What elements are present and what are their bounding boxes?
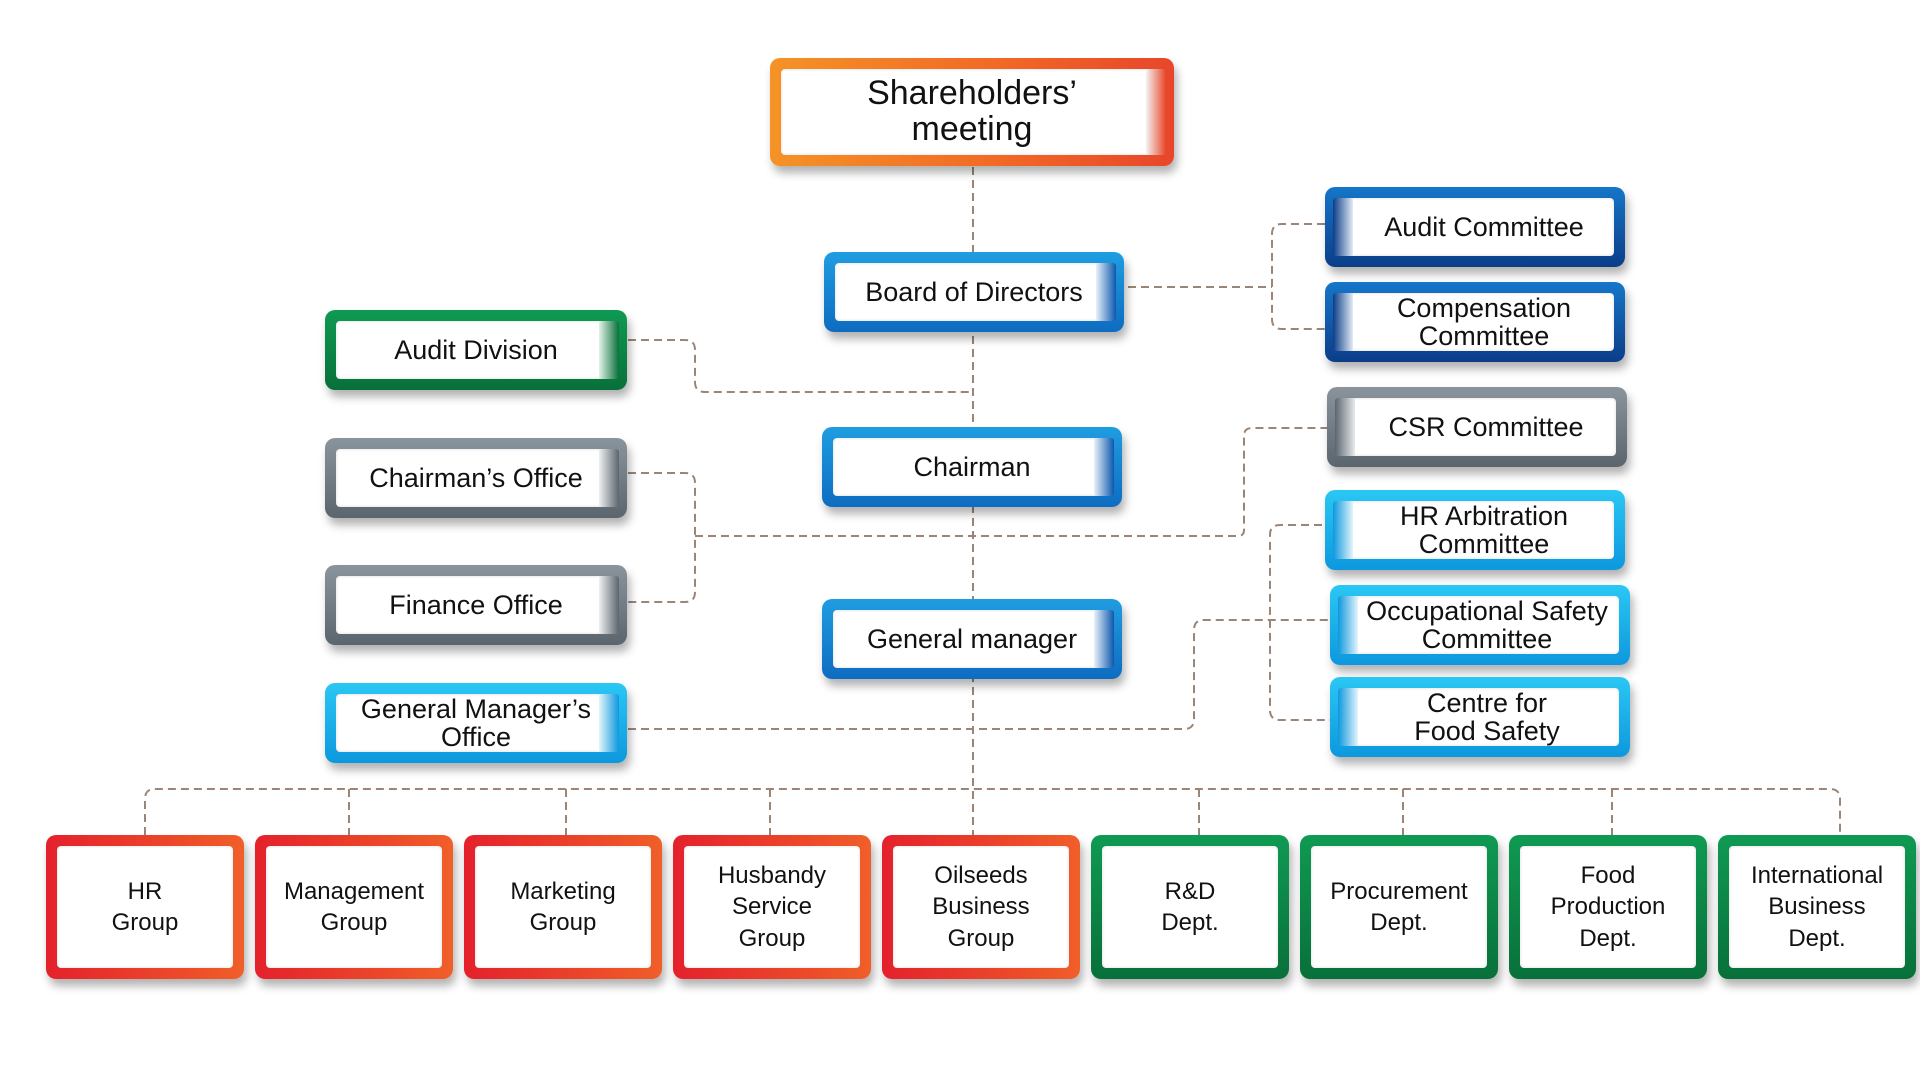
node-label: Food Production Dept. [1520,846,1696,968]
node-oilseeds-business-group: Oilseeds Business Group [882,835,1080,979]
connector-gm-office [628,619,1335,730]
node-marketing-group: Marketing Group [464,835,662,979]
node-label: Marketing Group [475,846,651,968]
node-label: International Business Dept. [1729,846,1905,968]
node-audit-committee: Audit Committee [1325,187,1625,267]
node-shareholders-meeting: Shareholders’ meeting [770,58,1174,166]
node-label: Chairman [833,438,1111,496]
node-tab [1094,610,1114,668]
node-tab [1338,596,1358,654]
node-label: Shareholders’ meeting [781,69,1163,155]
node-label: Finance Office [336,576,616,634]
node-tab [599,449,619,507]
node-label: Compensation Committee [1336,293,1614,351]
node-tab [1333,501,1353,559]
node-tab [1335,398,1355,456]
node-label: Audit Committee [1336,198,1614,256]
node-tab [1146,69,1166,155]
node-label: Centre for Food Safety [1341,688,1619,746]
node-chairman: Chairman [822,427,1122,507]
node-compensation-committee: Compensation Committee [1325,282,1625,362]
node-tab [1338,688,1358,746]
node-rd-dept: R&D Dept. [1091,835,1289,979]
node-label: HR Arbitration Committee [1336,501,1614,559]
node-label: General manager [833,610,1111,668]
node-tab [1094,438,1114,496]
node-csr-committee: CSR Committee [1327,387,1627,467]
node-food-production-dept: Food Production Dept. [1509,835,1707,979]
node-tab [1096,263,1116,321]
node-international-business-dept: International Business Dept. [1718,835,1916,979]
node-tab [599,694,619,752]
node-tab [599,321,619,379]
node-label: General Manager’s Office [336,694,616,752]
node-husbandy-service-group: Husbandy Service Group [673,835,871,979]
node-label: CSR Committee [1338,398,1616,456]
node-centre-for-food-safety: Centre for Food Safety [1330,677,1630,757]
node-label: Procurement Dept. [1311,846,1487,968]
node-label: Husbandy Service Group [684,846,860,968]
node-label: R&D Dept. [1102,846,1278,968]
node-management-group: Management Group [255,835,453,979]
node-finance-office: Finance Office [325,565,627,645]
node-label: Occupational Safety Committee [1341,596,1619,654]
node-tab [599,576,619,634]
connector-audit-division [628,339,973,393]
node-hr-arbitration-committee: HR Arbitration Committee [1325,490,1625,570]
node-label: Oilseeds Business Group [893,846,1069,968]
connector-chairman-level [695,427,1335,537]
node-label: Chairman’s Office [336,449,616,507]
node-chairmans-office: Chairman’s Office [325,438,627,518]
node-label: Management Group [266,846,442,968]
node-tab [1333,293,1353,351]
node-label: Board of Directors [835,263,1113,321]
node-audit-division: Audit Division [325,310,627,390]
connector-office-bracket [628,472,696,603]
node-label: Audit Division [336,321,616,379]
node-general-manager: General manager [822,599,1122,679]
connector-bottom-bus [144,788,1841,835]
node-hr-group: HR Group [46,835,244,979]
connector-safety-bracket [1269,524,1335,721]
node-tab [1333,198,1353,256]
node-occupational-safety-committee: Occupational Safety Committee [1330,585,1630,665]
node-label: HR Group [57,846,233,968]
node-general-managers-office: General Manager’s Office [325,683,627,763]
node-board-of-directors: Board of Directors [824,252,1124,332]
connector-committee-bracket [1271,223,1325,330]
node-procurement-dept: Procurement Dept. [1300,835,1498,979]
